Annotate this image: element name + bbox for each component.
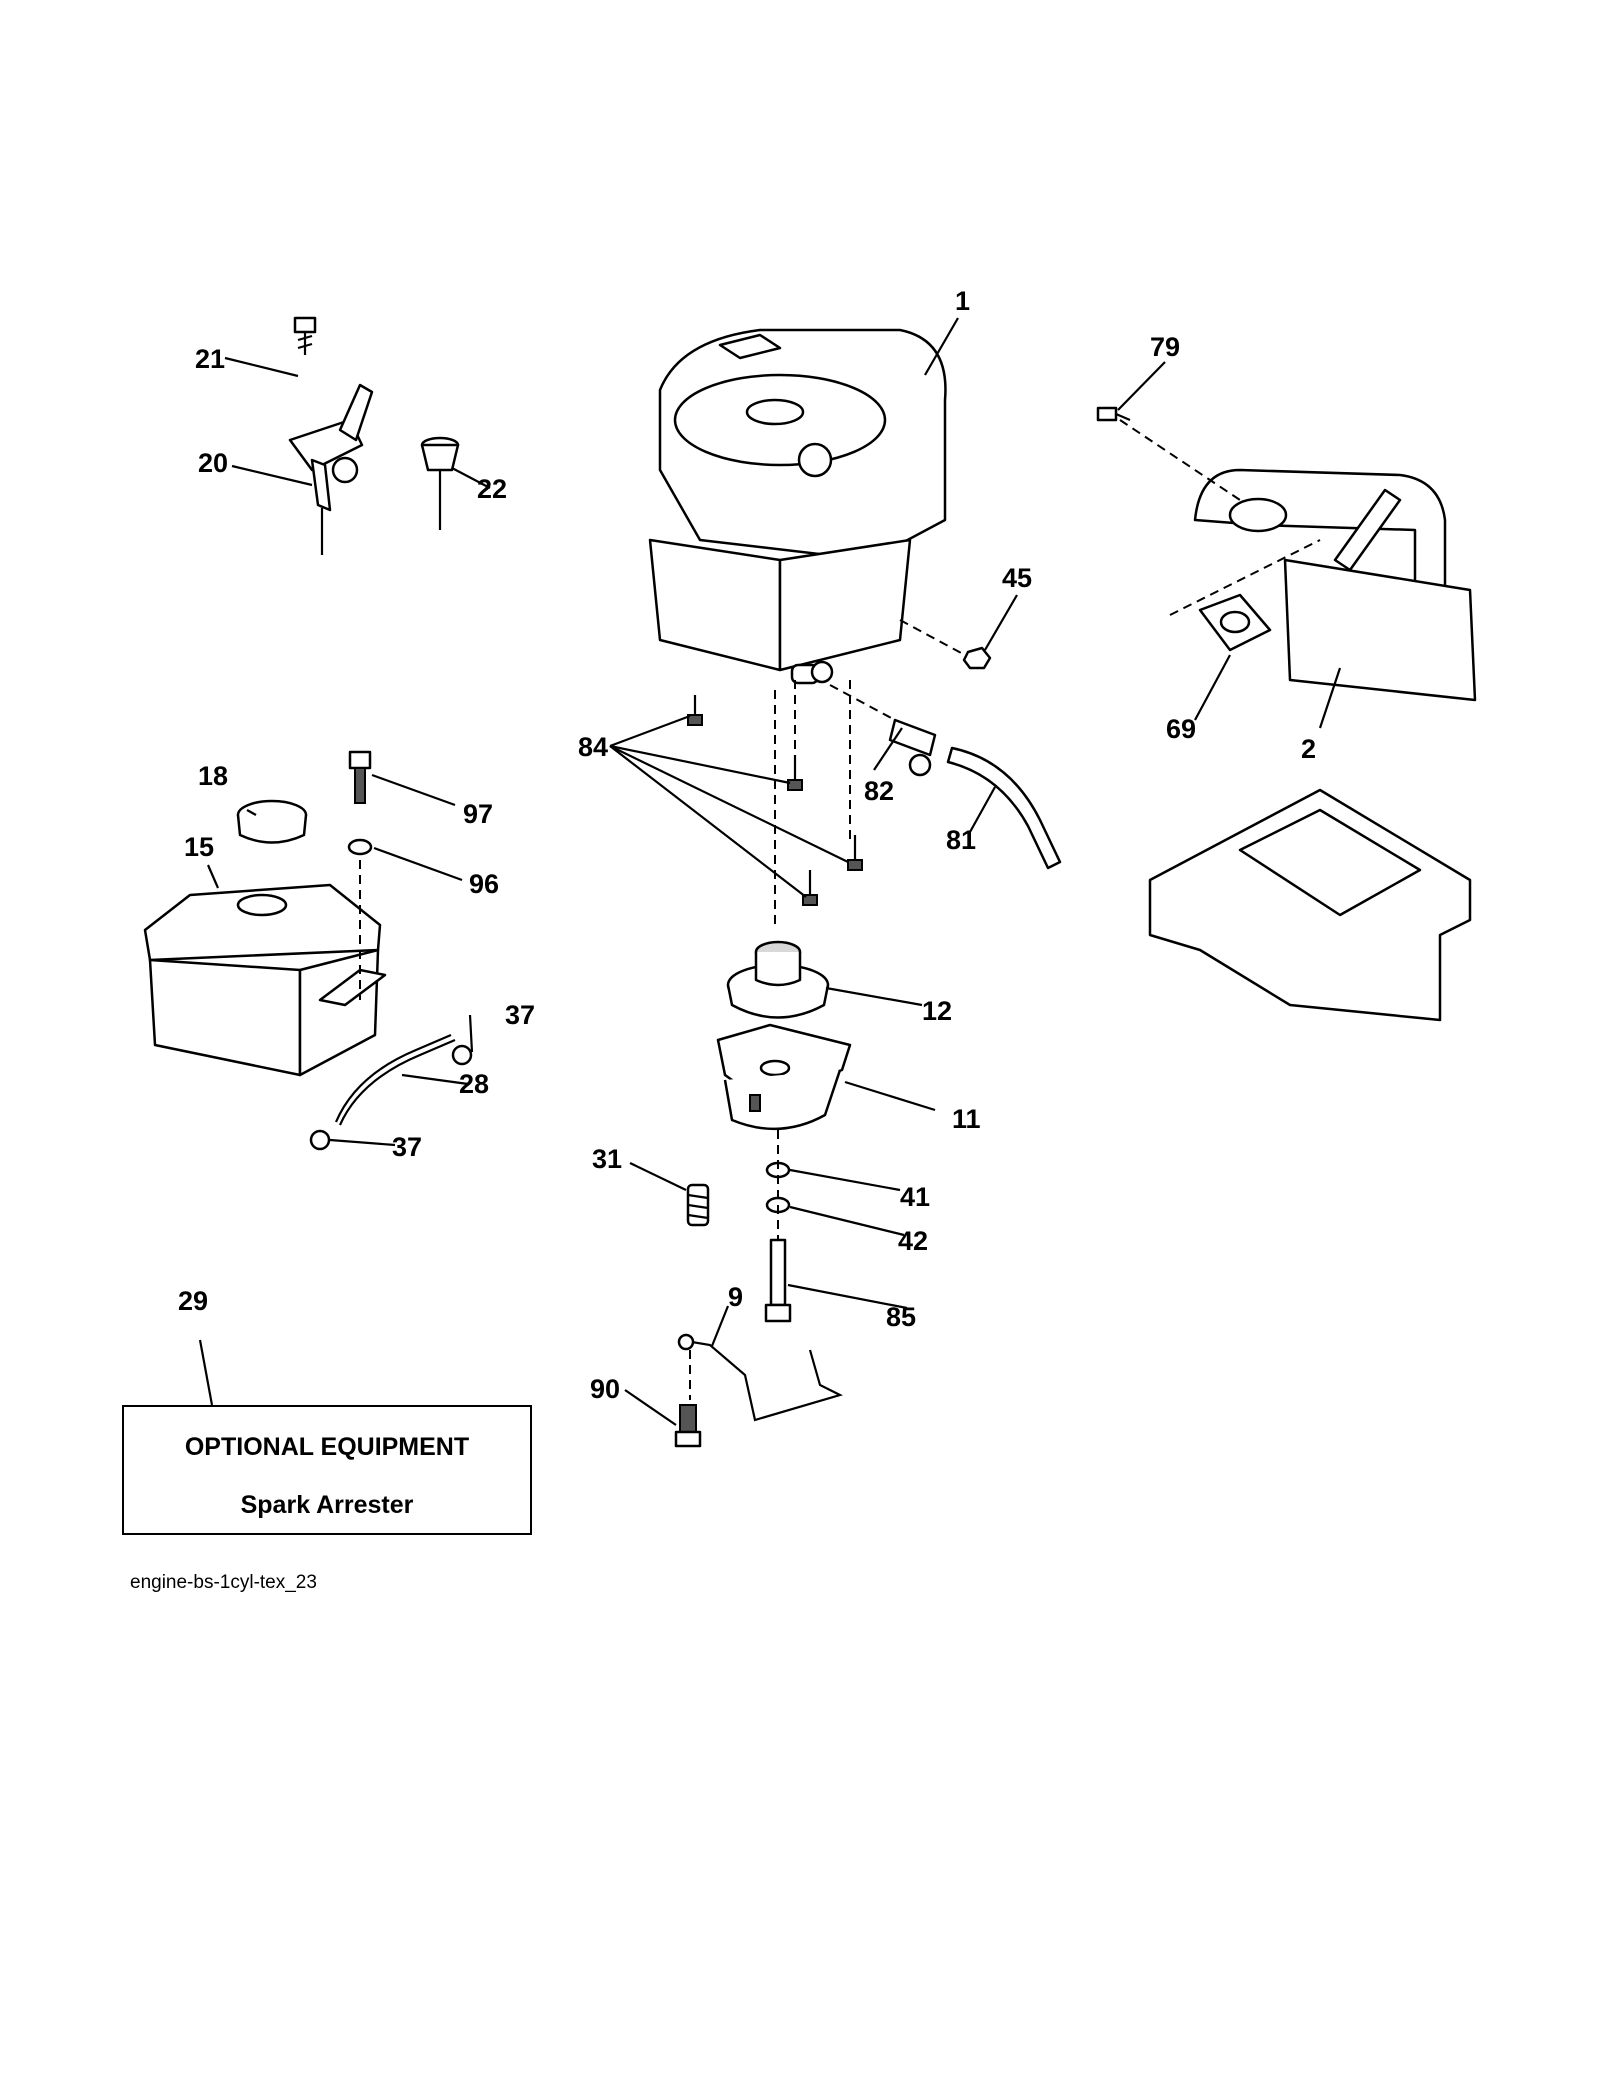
callout-69: 69	[1166, 714, 1196, 744]
callout-2: 2	[1301, 734, 1316, 764]
washer-part	[765, 1161, 791, 1214]
spring-part	[686, 1183, 710, 1227]
callout-82: 82	[864, 776, 894, 806]
callout-11: 11	[952, 1104, 981, 1134]
callout-45: 45	[1002, 563, 1032, 593]
callout-18: 18	[198, 761, 228, 791]
throttle-control-part	[288, 330, 374, 555]
tank-screw-part	[348, 750, 372, 804]
leader-lines	[198, 317, 1342, 1426]
callout-84: 84	[578, 732, 608, 762]
pulley-part	[726, 940, 830, 1019]
fuel-tank-part	[143, 883, 387, 1077]
hose-clamp-part	[309, 1044, 473, 1151]
exhaust-screw-part	[1096, 406, 1131, 422]
fuel-line-part	[946, 746, 1062, 870]
callout-21: 21	[195, 344, 225, 374]
callout-97: 97	[463, 799, 493, 829]
mounting-plate-part	[1148, 788, 1472, 1022]
callout-12: 12	[922, 996, 952, 1026]
muffler-part	[1119, 419, 1477, 702]
optional-equipment-title: OPTIONAL EQUIPMENT	[184, 1433, 470, 1461]
callout-29: 29	[178, 1286, 208, 1316]
callout-20: 20	[198, 448, 228, 478]
exhaust-gasket-part	[1169, 539, 1321, 652]
callout-15: 15	[184, 832, 214, 862]
fitting-part	[829, 684, 937, 777]
nut-part	[899, 619, 992, 670]
callout-41: 41	[900, 1182, 930, 1212]
callout-37b: 37	[392, 1132, 422, 1162]
callout-9: 9	[728, 1282, 743, 1312]
callout-1: 1	[955, 286, 970, 316]
tank-washer-part	[347, 838, 373, 856]
callout-81: 81	[946, 825, 976, 855]
callout-28: 28	[459, 1069, 489, 1099]
callout-85: 85	[886, 1302, 916, 1332]
diagram-code-label: engine-bs-1cyl-tex_23	[130, 1572, 317, 1593]
screw-90-part	[674, 1404, 702, 1448]
throttle-screw-part	[293, 316, 317, 350]
fuel-cap-part	[236, 799, 308, 844]
callout-37a: 37	[505, 1000, 535, 1030]
callout-labels: 1 21 20 22 79 45 69 2 84 82 81 18 97 15 …	[178, 286, 1316, 1404]
optional-equipment-item: Spark Arrester	[240, 1491, 414, 1519]
screw-part	[687, 680, 863, 930]
fuel-hose-part	[334, 1033, 456, 1126]
callout-96: 96	[469, 869, 499, 899]
callout-31: 31	[592, 1144, 622, 1174]
callout-42: 42	[898, 1226, 928, 1256]
callout-22: 22	[477, 474, 507, 504]
engine-part	[648, 328, 947, 685]
bolt-part	[764, 1238, 792, 1323]
callout-90: 90	[590, 1374, 620, 1404]
callout-79: 79	[1150, 332, 1180, 362]
brake-rod-part	[677, 1333, 843, 1422]
optional-equipment-box: OPTIONAL EQUIPMENT Spark Arrester	[122, 1405, 532, 1535]
clutch-part	[716, 1023, 852, 1131]
knob-part	[420, 436, 460, 530]
